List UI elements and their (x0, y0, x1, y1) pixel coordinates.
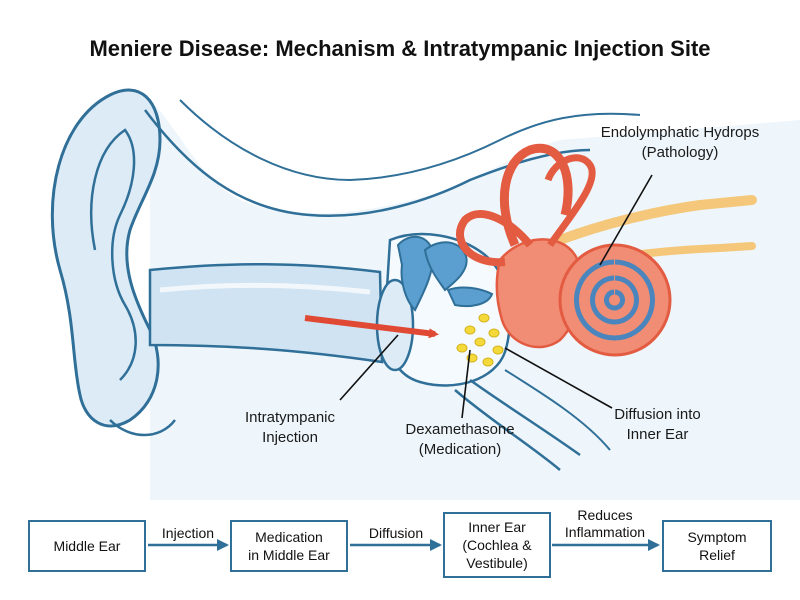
label-diffusion-line1: Diffusion into (614, 406, 701, 423)
eustachian-tube-1 (454, 389, 561, 471)
semicircular-canal-3 (544, 154, 596, 248)
semicircular-canal-1 (499, 143, 573, 247)
label-hydrops-line2: (Pathology) (641, 144, 719, 161)
flow-box-middle-ear: Middle Ear (28, 520, 146, 572)
flow-box-symptom-relief: Symptom Relief (662, 520, 772, 572)
injection-arrow (304, 315, 439, 339)
label-injection-line1: Intratympanic (244, 409, 336, 426)
label-injection: Intratympanic Injection (225, 408, 355, 448)
pinna-lobe (109, 419, 176, 437)
flow-box-3-line3: Vestibule) (466, 555, 528, 571)
skull-line-upper (144, 109, 591, 217)
leader-dexamethasone (461, 349, 471, 419)
label-hydrops-line1: Endolymphatic Hydrops (600, 124, 760, 141)
malleus (396, 235, 434, 312)
flow-box-3-line1: Inner Ear (468, 519, 526, 535)
flow-box-medication: Medication in Middle Ear (230, 520, 348, 572)
flow-box-4-line2: Relief (699, 547, 735, 563)
edge-label-reduces-line1: Reduces (577, 507, 633, 523)
nerve-upper (555, 195, 757, 245)
stapes (446, 286, 494, 308)
incus (423, 241, 468, 292)
page-title: Meniere Disease: Mechanism & Intratympan… (89, 36, 711, 61)
skull-line-lower (179, 99, 641, 182)
flow-box-3-line2: (Cochlea & (462, 537, 532, 553)
semicircular-canal-2 (456, 210, 534, 267)
pinna (50, 88, 162, 428)
edge-label-diffusion-line1: Diffusion (368, 525, 424, 541)
edge-label-injection-line1: Injection (161, 525, 215, 541)
label-dexamethasone-line2: (Medication) (418, 441, 502, 458)
leader-hydrops (599, 174, 653, 266)
eustachian-tube-2 (469, 378, 581, 457)
label-hydrops: Endolymphatic Hydrops (Pathology) (570, 123, 790, 163)
pinna-inner-fold (90, 128, 137, 381)
edge-label-diffusion: Diffusion (352, 525, 440, 542)
label-dexamethasone: Dexamethasone (Medication) (395, 420, 525, 460)
edge-label-injection: Injection (148, 525, 228, 542)
cochlea-spiral (574, 259, 655, 341)
eustachian-tube-3 (504, 369, 611, 451)
medication-droplets (456, 313, 504, 367)
ear-canal-highlight (159, 282, 371, 295)
flow-box-1-line1: Middle Ear (53, 538, 121, 554)
leader-diffusion (504, 347, 613, 409)
flow-box-inner-ear: Inner Ear (Cochlea & Vestibule) (443, 512, 551, 578)
label-diffusion-line2: Inner Ear (626, 426, 689, 443)
edge-label-reduces-line2: Inflammation (564, 524, 646, 540)
flow-box-2-line2: in Middle Ear (248, 547, 330, 563)
label-injection-line2: Injection (262, 429, 318, 446)
leader-injection (339, 334, 399, 401)
edge-label-reduces-inflammation: Reduces Inflammation (553, 507, 657, 541)
flow-box-4-line1: Symptom (687, 529, 747, 545)
flow-box-2-line1: Medication (255, 529, 323, 545)
label-dexamethasone-line1: Dexamethasone (405, 421, 515, 438)
label-diffusion: Diffusion into Inner Ear (595, 405, 720, 445)
